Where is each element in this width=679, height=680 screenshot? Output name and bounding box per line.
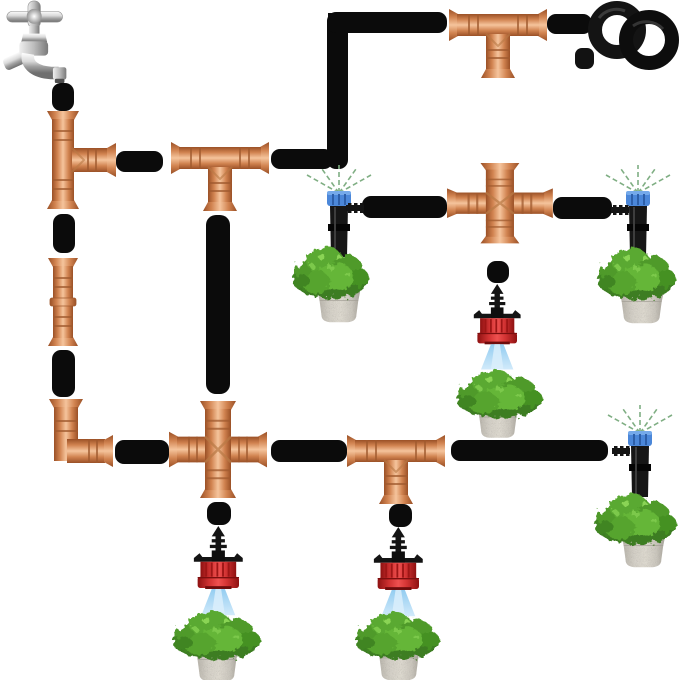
pipe-segment: [327, 13, 348, 169]
sprinkler-barb-1: [346, 203, 364, 213]
pipe-segment: [116, 151, 163, 172]
pipe-segment: [52, 83, 74, 111]
pipe-network: [52, 12, 612, 527]
tee-fitting-3: [448, 8, 548, 79]
plant-2: [598, 249, 676, 299]
faucet: [2, 1, 67, 83]
elbow-fitting: [48, 398, 114, 468]
pipe-corner: [328, 13, 344, 29]
pipe-segment: [451, 440, 608, 461]
mister-1: [472, 283, 522, 371]
pipe-segment: [53, 214, 75, 253]
potted-plants: [173, 248, 676, 680]
pipe-segment: [547, 14, 592, 34]
mister-2: [372, 526, 424, 618]
tee-fitting-1: [46, 110, 117, 210]
cross-fitting-2: [167, 399, 269, 500]
plant-1: [293, 248, 369, 298]
fittings: [46, 8, 555, 505]
pipe-segment: [115, 440, 169, 464]
pipe-segment: [207, 502, 231, 525]
plant-3: [457, 371, 542, 417]
plant-5: [356, 613, 440, 658]
tee-fitting-4: [346, 434, 446, 505]
mister-3: [192, 525, 244, 617]
pipe-segment: [271, 149, 333, 169]
pipe-segment: [327, 12, 447, 33]
tee-fitting-2: [170, 141, 270, 212]
sprinkler-barb-3: [612, 446, 630, 456]
plant-4: [595, 494, 677, 543]
plant-6: [173, 612, 260, 659]
pipe-segment: [206, 215, 230, 394]
pipe-segment: [389, 504, 412, 527]
pipe-segment: [553, 197, 612, 219]
pipe-segment: [487, 261, 509, 283]
sprinkler-barb-2: [611, 205, 629, 215]
coupling-fitting: [47, 257, 79, 347]
pipe-segment: [271, 440, 347, 462]
pipe-segment: [362, 196, 447, 218]
pipe-segment: [52, 350, 75, 397]
cross-fitting-1: [445, 161, 555, 245]
